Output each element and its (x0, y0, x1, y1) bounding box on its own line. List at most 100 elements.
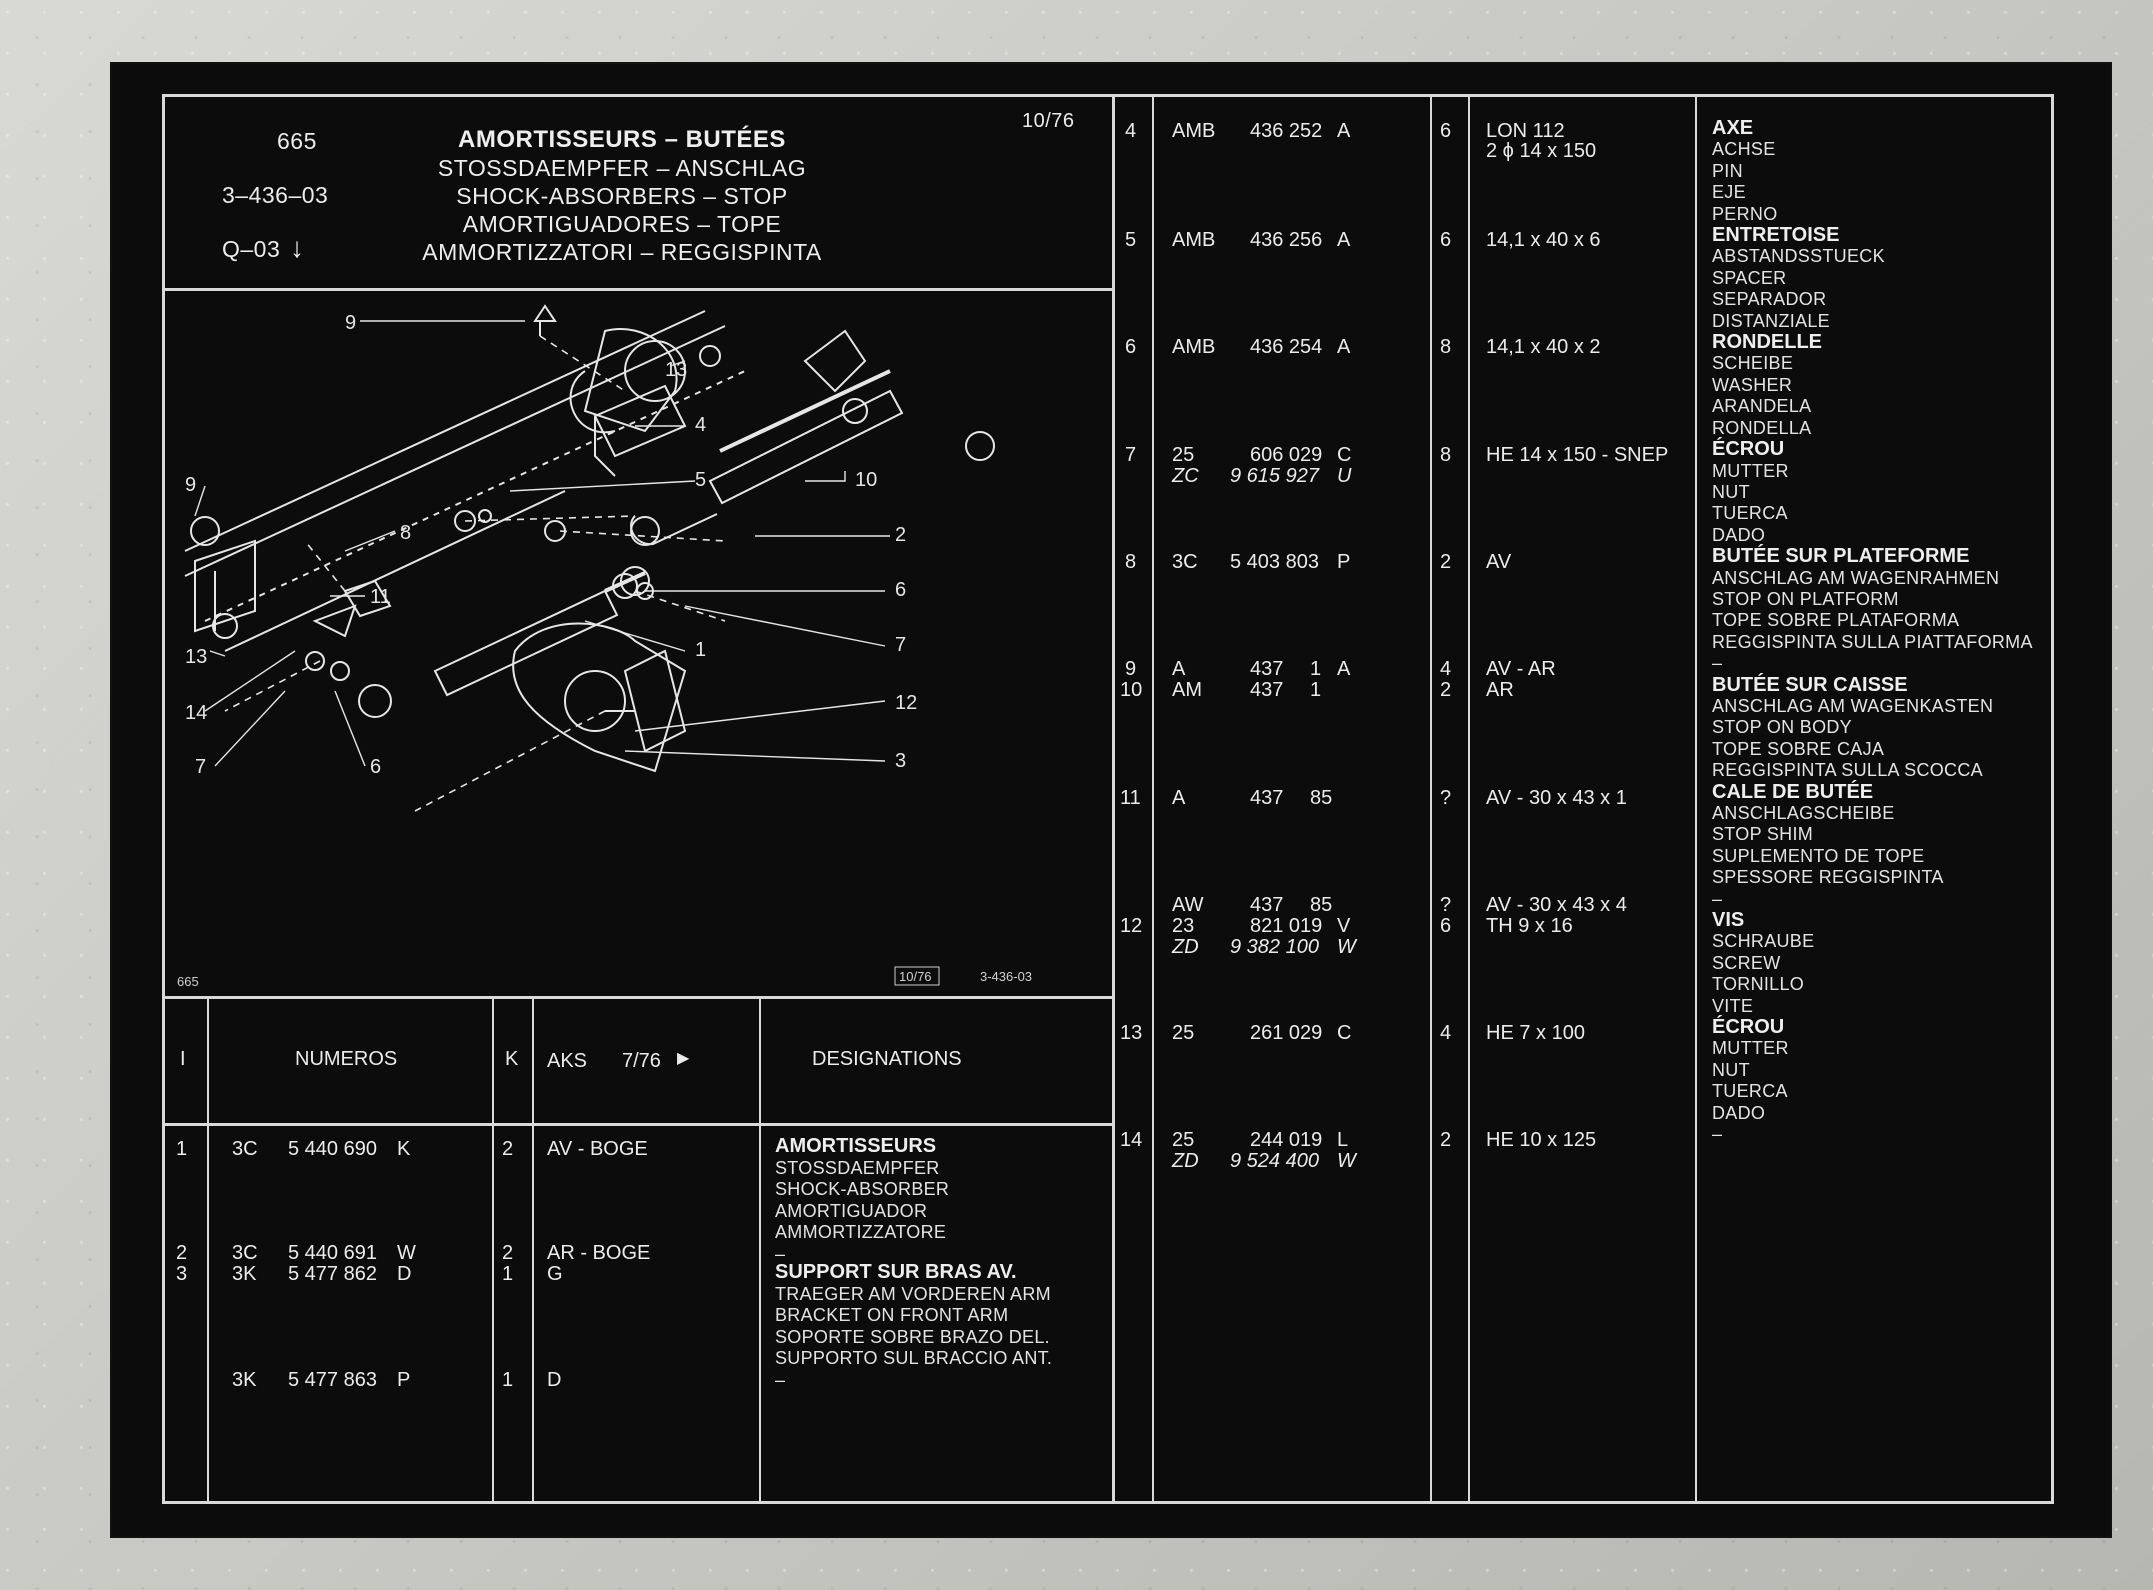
row-qty: 8 (1440, 336, 1452, 358)
row-prefix-alt: ZD (1172, 936, 1199, 958)
row-prefix: AM (1172, 679, 1202, 701)
row-suffix: L (1337, 1129, 1349, 1151)
callout-7-left: 7 (195, 756, 206, 778)
row-qty: 2 (502, 1138, 514, 1160)
row-index: 1 (176, 1138, 188, 1160)
designation-line: VITE (1712, 995, 1754, 1016)
callout-9-left: 9 (185, 474, 196, 496)
col-line-aks (759, 996, 761, 1504)
callout-11: 11 (370, 586, 391, 608)
row-suffix: C (1337, 1022, 1352, 1044)
row-index: 2 (176, 1242, 188, 1264)
row-part-number: 821 019 (1250, 915, 1323, 937)
designation-line: AMORTIGUADOR (775, 1200, 928, 1221)
designation-ecrou-2: ÉCROU MUTTER NUT TUERCA DADO – (1712, 1016, 2033, 1145)
callout-6-left: 6 (370, 756, 381, 778)
header-date: 10/76 (1022, 110, 1075, 132)
designation-line: – (1712, 653, 1723, 674)
designation-line: MUTTER (1712, 460, 1789, 481)
row-aks: AV - 30 x 43 x 4 (1486, 894, 1627, 916)
divider-center (1112, 94, 1115, 1504)
callout-13-left: 13 (185, 646, 207, 668)
col-line-i (207, 996, 209, 1504)
designation-head: SUPPORT SUR BRAS AV. (775, 1261, 1017, 1283)
designation-head: AXE (1712, 117, 1754, 139)
title-fr: AMORTISSEURS – BUTÉES (458, 126, 786, 153)
designation-line: DISTANZIALE (1712, 310, 1830, 331)
designation-butee-caisse: BUTÉE SUR CAISSE ANSCHLAG AM WAGENKASTEN… (1712, 674, 2033, 782)
designation-head: AMORTISSEURS (775, 1135, 937, 1157)
designation-line: AMMORTIZZATORE (775, 1222, 947, 1242)
row-prefix: AMB (1172, 229, 1216, 251)
designation-line: – (1712, 1124, 1723, 1145)
row-prefix: 3C (1172, 551, 1198, 573)
designation-line: ANSCHLAG AM WAGENRAHMEN (1712, 567, 2000, 588)
row-suffix: P (1337, 551, 1351, 573)
row-aks-2: 2 ϕ 14 x 150 (1486, 140, 1597, 162)
row-qty: 2 (502, 1242, 514, 1264)
col-header-aks-date: 7/76 (622, 1050, 661, 1072)
callout-1: 1 (695, 639, 706, 661)
row-suffix: W (397, 1242, 416, 1264)
row-prefix: 25 (1172, 1022, 1195, 1044)
designation-line: TRAEGER AM VORDEREN ARM (775, 1283, 1051, 1304)
diagram-ref-label: 3-436-03 (980, 969, 1032, 984)
exploded-diagram: 9 13 4 5 10 2 6 7 1 12 3 8 11 9 13 14 7 … (177, 304, 1032, 989)
row-qty: 2 (1440, 1129, 1452, 1151)
row-part-number-tail: 1 (1310, 658, 1322, 680)
row-aks: AR (1486, 679, 1514, 701)
row-prefix: 3K (232, 1369, 257, 1391)
designation-line: TUERCA (1712, 1081, 1788, 1102)
designation-head: ENTRETOISE (1712, 224, 1840, 247)
parts-sheet: 665 3–436–03 Q–03 ↓ 10/76 AMORTISSEURS –… (112, 64, 2110, 1536)
row-qty: 6 (1440, 229, 1452, 251)
callout-3: 3 (895, 750, 906, 772)
sheet-frame (162, 94, 2054, 1504)
row-aks: AV (1486, 551, 1512, 573)
designation-line: ARANDELA (1712, 396, 1812, 417)
designation-line: SEPARADOR (1712, 289, 1827, 310)
row-prefix: AMB (1172, 336, 1216, 358)
row-part-number: 244 019 (1250, 1129, 1323, 1151)
designation-head: ÉCROU (1712, 438, 1785, 461)
down-arrow-icon: ↓ (290, 232, 305, 263)
row-index: 11 (1120, 787, 1141, 809)
row-part-number-alt: 9 524 400 (1230, 1150, 1319, 1172)
row-qty: ? (1440, 787, 1452, 809)
row-index: 8 (1125, 551, 1137, 573)
designation-line: – (1712, 888, 1723, 909)
row-qty: 2 (1440, 551, 1452, 573)
designation-rondelle: RONDELLE SCHEIBE WASHER ARANDELA RONDELL… (1712, 331, 2033, 439)
designation-line: STOSSDAEMPFER (775, 1157, 940, 1178)
row-index: 6 (1125, 336, 1137, 358)
callout-10: 10 (855, 469, 877, 491)
designation-line: SCHEIBE (1712, 353, 1794, 374)
row-suffix: A (1337, 120, 1351, 142)
designation-head: ÉCROU (1712, 1016, 1785, 1039)
row-prefix: AW (1172, 894, 1204, 916)
title-es: AMORTIGUADORES – TOPE (462, 211, 782, 237)
diagram-page-label: 665 (177, 974, 199, 989)
designation-line: STOP ON BODY (1712, 717, 1852, 738)
designation-head: CALE DE BUTÉE (1712, 780, 1874, 803)
col-line-r-i (1152, 94, 1154, 1504)
row-index: 3 (176, 1263, 188, 1285)
row-part-number: 606 029 (1250, 444, 1323, 466)
divider-diagram (165, 996, 1112, 999)
callout-2: 2 (895, 524, 906, 546)
designation-line: SUPLEMENTO DE TOPE (1712, 845, 1925, 866)
designation-shock-absorber: AMORTISSEURS STOSSDAEMPFER SHOCK-ABSORBE… (775, 1135, 949, 1265)
designation-line: TOPE SOBRE PLATAFORMA (1712, 610, 1960, 631)
designation-cale-butee: CALE DE BUTÉE ANSCHLAGSCHEIBE STOP SHIM … (1712, 780, 2033, 910)
row-part-number-tail: 1 (1310, 679, 1322, 701)
designation-line: DADO (1712, 524, 1766, 545)
row-qty: 4 (1440, 658, 1452, 680)
row-index: 13 (1120, 1022, 1143, 1044)
designation-line: SOPORTE SOBRE BRAZO DEL. (775, 1326, 1050, 1347)
col-line-r-numeros (1430, 94, 1432, 1504)
col-header-i: I (180, 1048, 186, 1070)
callout-14: 14 (185, 702, 207, 724)
divider-header (165, 288, 1112, 291)
row-aks: 14,1 x 40 x 2 (1486, 336, 1601, 358)
row-index: 7 (1125, 444, 1137, 466)
